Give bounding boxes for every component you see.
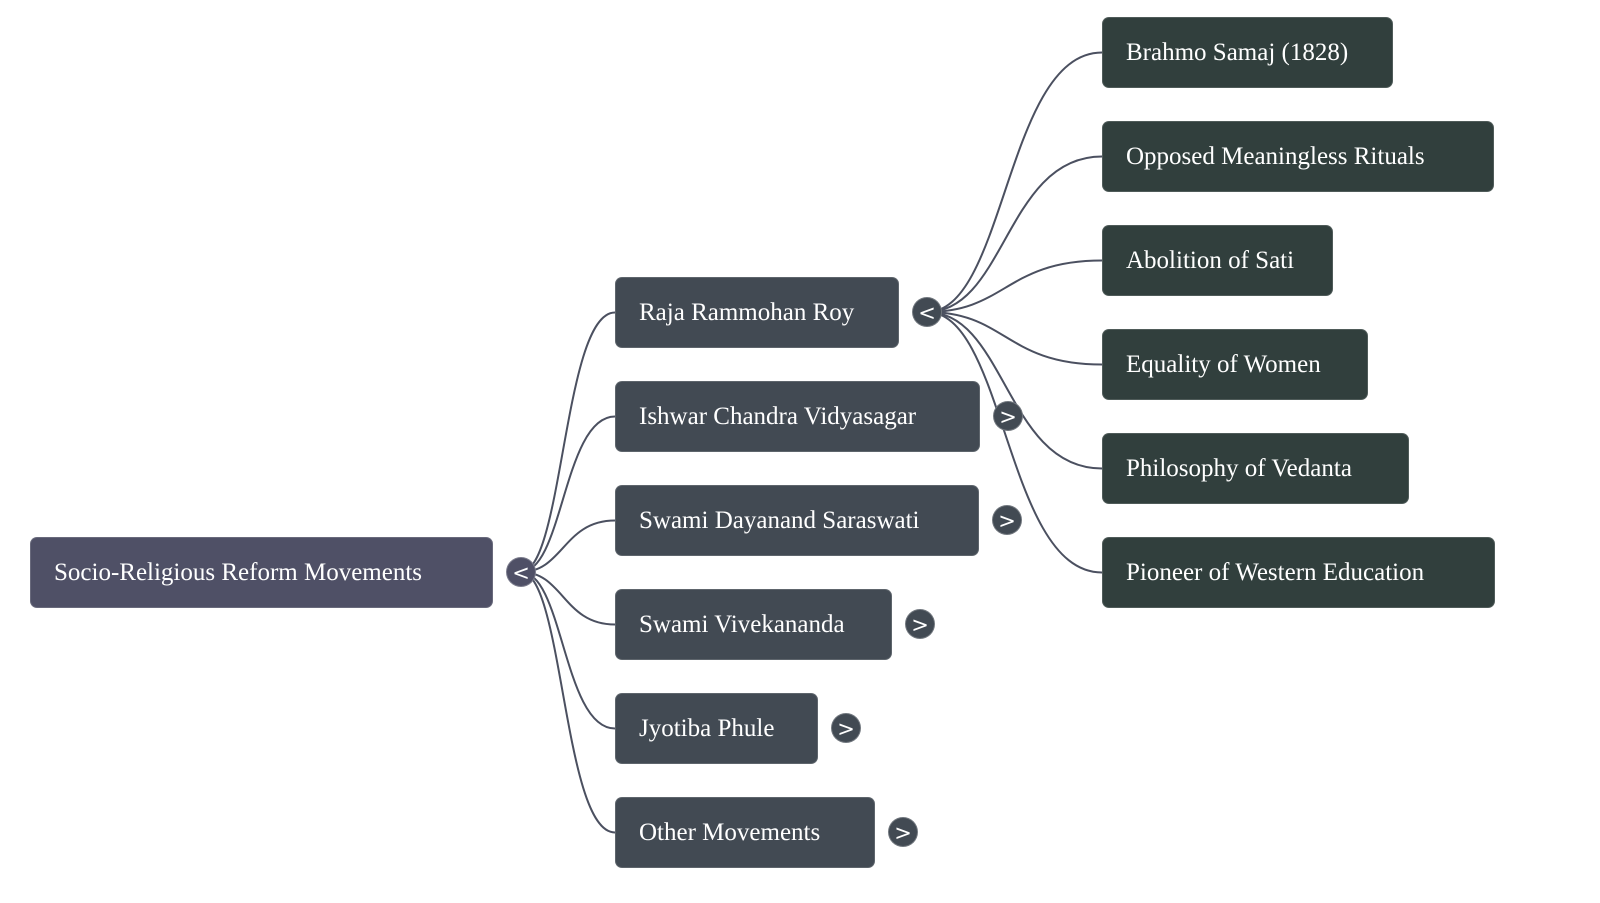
- leaf-node-label: Brahmo Samaj (1828): [1126, 39, 1349, 67]
- edge-branch-to-leaf: [926, 51, 1103, 313]
- leaf-node-philosophy-of-vedanta[interactable]: Philosophy of Vedanta: [1102, 433, 1409, 504]
- edge-branch-to-leaf: [926, 311, 1103, 470]
- leaf-node-pioneer-of-western-education[interactable]: Pioneer of Western Education: [1102, 537, 1495, 608]
- expand-swami-dayanand-saraswati-toggle-icon[interactable]: >: [992, 505, 1022, 535]
- branch-node-label: Swami Dayanand Saraswati: [639, 507, 920, 535]
- edge-branch-to-leaf: [926, 311, 1103, 366]
- edge-branch-to-leaf: [926, 311, 1103, 574]
- leaf-node-opposed-meaningless-rituals[interactable]: Opposed Meaningless Rituals: [1102, 121, 1494, 192]
- leaf-node-equality-of-women[interactable]: Equality of Women: [1102, 329, 1368, 400]
- expand-other-movements-toggle-icon[interactable]: >: [888, 817, 918, 847]
- branch-node-jyotiba-phule[interactable]: Jyotiba Phule: [615, 693, 818, 764]
- leaf-node-label: Abolition of Sati: [1126, 247, 1295, 275]
- root-node-label: Socio-Religious Reform Movements: [54, 559, 423, 587]
- edge-root-to-branch: [520, 571, 616, 834]
- branch-node-raja-rammohan-roy[interactable]: Raja Rammohan Roy: [615, 277, 899, 348]
- expand-ishwar-chandra-vidyasagar-toggle-icon[interactable]: >: [993, 401, 1023, 431]
- branch-node-label: Other Movements: [639, 819, 821, 847]
- edge-branch-to-leaf: [926, 155, 1103, 313]
- branch-node-swami-vivekananda[interactable]: Swami Vivekananda: [615, 589, 892, 660]
- collapse-raja-rammohan-roy-toggle-icon[interactable]: <: [912, 297, 942, 327]
- leaf-node-label: Philosophy of Vedanta: [1126, 455, 1352, 483]
- branch-node-label: Ishwar Chandra Vidyasagar: [639, 403, 917, 431]
- branch-node-other-movements[interactable]: Other Movements: [615, 797, 875, 868]
- branch-node-swami-dayanand-saraswati[interactable]: Swami Dayanand Saraswati: [615, 485, 979, 556]
- edge-root-to-branch: [520, 311, 616, 573]
- edge-root-to-branch: [520, 571, 616, 730]
- branch-node-ishwar-chandra-vidyasagar[interactable]: Ishwar Chandra Vidyasagar: [615, 381, 980, 452]
- branch-node-label: Raja Rammohan Roy: [639, 299, 855, 327]
- branch-node-label: Jyotiba Phule: [639, 715, 775, 743]
- leaf-node-abolition-of-sati[interactable]: Abolition of Sati: [1102, 225, 1333, 296]
- edge-branch-to-leaf: [926, 259, 1103, 313]
- root-node[interactable]: Socio-Religious Reform Movements: [30, 537, 493, 608]
- branch-node-label: Swami Vivekananda: [639, 611, 845, 639]
- leaf-node-label: Pioneer of Western Education: [1126, 559, 1425, 587]
- expand-swami-vivekananda-toggle-icon[interactable]: >: [905, 609, 935, 639]
- leaf-node-brahmo-samaj[interactable]: Brahmo Samaj (1828): [1102, 17, 1393, 88]
- leaf-node-label: Opposed Meaningless Rituals: [1126, 143, 1425, 171]
- collapse-root-toggle-icon[interactable]: <: [506, 557, 536, 587]
- edge-root-to-branch: [520, 415, 616, 573]
- expand-jyotiba-phule-toggle-icon[interactable]: >: [831, 713, 861, 743]
- leaf-node-label: Equality of Women: [1126, 351, 1321, 379]
